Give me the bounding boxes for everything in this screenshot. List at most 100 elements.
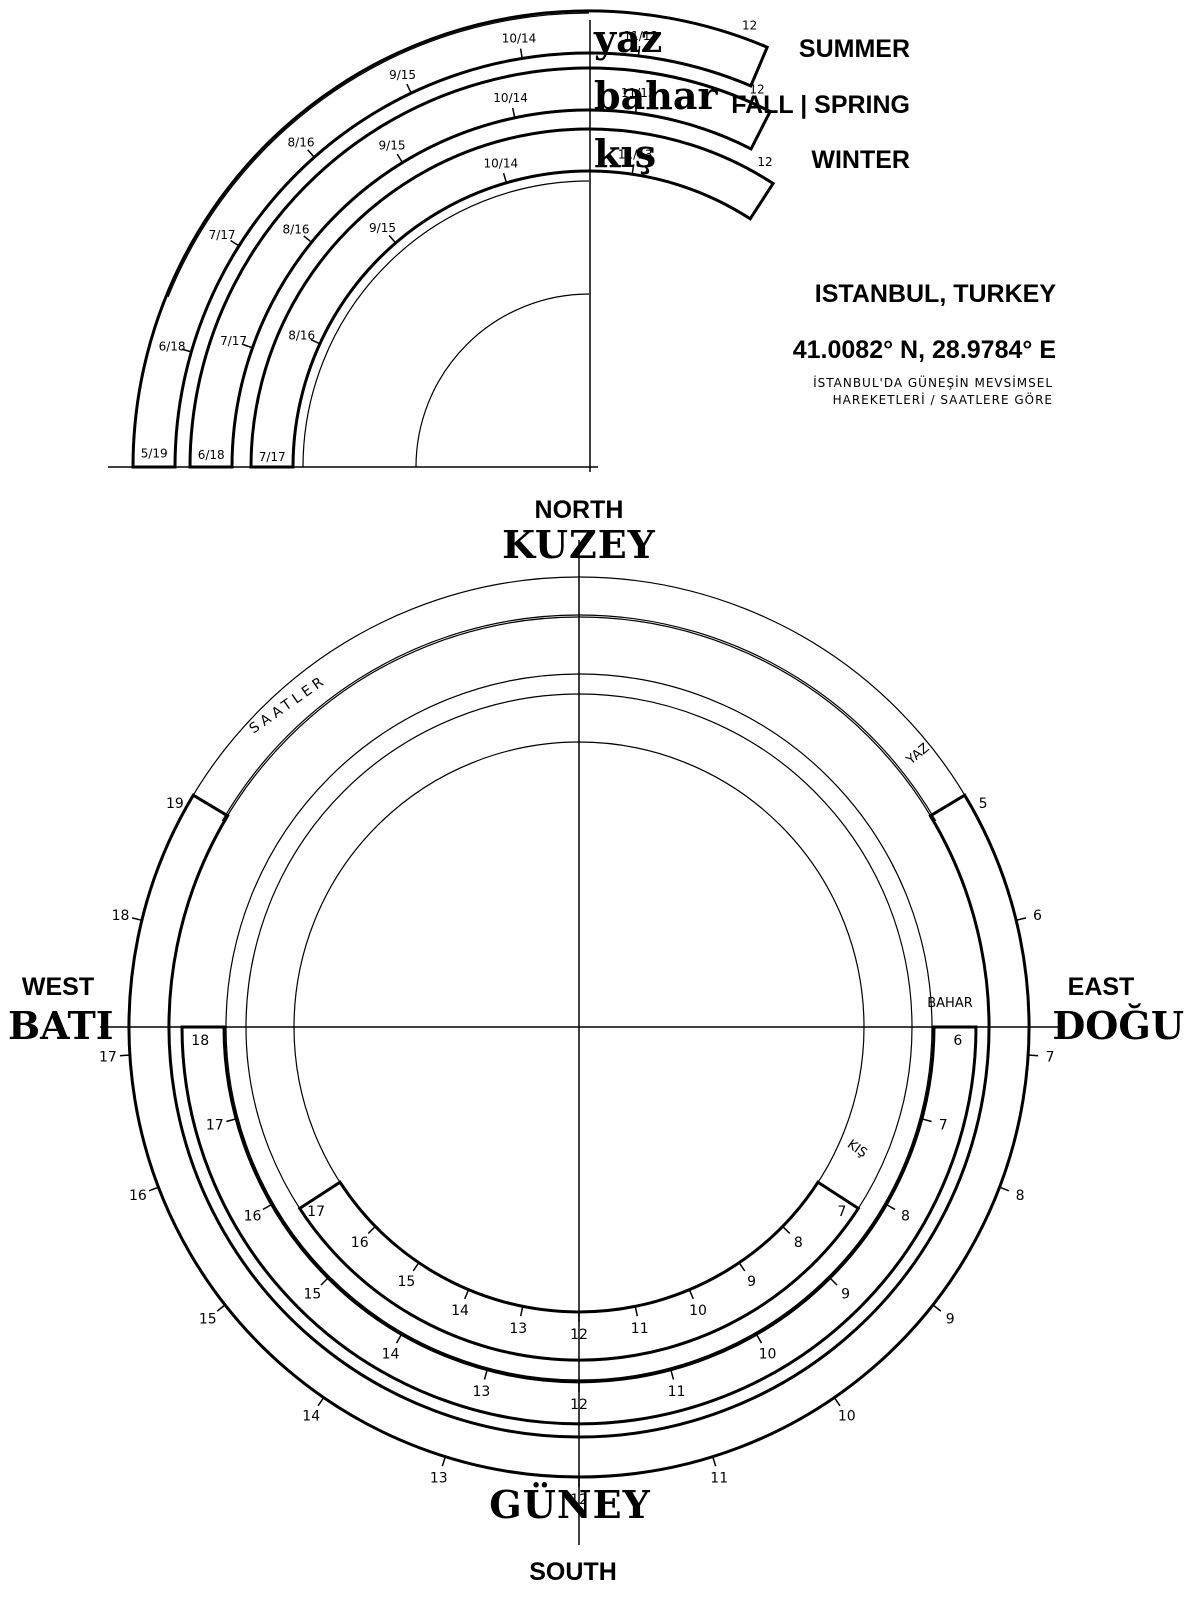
circle-summer-hour-label: 14 — [302, 1409, 320, 1425]
circle-spring-tick — [483, 1369, 488, 1380]
quarter-spring-tick — [303, 235, 313, 243]
circle-spring-hour-label: 15 — [303, 1287, 321, 1303]
location-coords: 41.0082° N, 28.9784° E — [793, 336, 1056, 364]
quarter-spring-tick — [511, 107, 516, 118]
west-en: WEST — [22, 973, 94, 1001]
circle-spring-hour-label: 12 — [570, 1397, 588, 1413]
quarter-guide-arc — [302, 180, 590, 468]
circle-ticks: 5678910111213141516171819678910111213141… — [99, 796, 1055, 1508]
circle-winter-hour-label: 15 — [397, 1274, 415, 1290]
quarter-winter-tick-label: 12 — [757, 155, 772, 169]
circle-summer-hour-label: 15 — [199, 1312, 217, 1328]
quarter-summer-tick-label: 7/17 — [209, 228, 236, 242]
circle-summer-hour-label: 7 — [1046, 1049, 1055, 1065]
quarter-summer-tick-label: 9/15 — [389, 68, 416, 82]
circle-spring-hour-label: 17 — [206, 1118, 224, 1134]
circle-winter-hour-label: 17 — [307, 1204, 325, 1220]
circle-summer-tick — [148, 1186, 159, 1192]
location-caption-line1: İSTANBUL'DA GÜNEŞİN MEVSİMSEL — [813, 374, 1053, 390]
quarter-summer-tick — [637, 45, 641, 57]
circle-summer-tick — [1016, 917, 1027, 922]
quarter-winter-tick — [502, 172, 508, 184]
quarter-summer-tick — [181, 348, 192, 353]
quarter-summer-band — [131, 9, 770, 469]
legend-fall-en: FALL | SPRING — [731, 91, 910, 119]
circle-winter-hour-label: 7 — [837, 1204, 846, 1220]
circle-summer-tick — [932, 1304, 942, 1312]
circle-spring-tick — [226, 1118, 237, 1123]
quarter-summer-tick-label: 11/13 — [624, 29, 659, 43]
circle-summer-hour-label: 9 — [946, 1312, 955, 1328]
circle-winter-tick — [367, 1225, 376, 1234]
circular-sun-path-diagram: 5678910111213141516171819678910111213141… — [99, 540, 1058, 1545]
quarter-summer-tick-label: 6/18 — [159, 339, 186, 353]
quarter-guide-arc — [415, 293, 590, 468]
location-block: ISTANBUL, TURKEY 41.0082° N, 28.9784° E … — [793, 280, 1057, 407]
circle-winter-hour-label: 16 — [351, 1235, 369, 1251]
legend-winter-tr: kış — [594, 131, 656, 176]
circle-winter-hour-label: 12 — [570, 1327, 588, 1343]
circle-summer-tick — [1028, 1054, 1039, 1057]
circle-winter-band — [297, 1180, 861, 1362]
circle-winter-hour-label: 13 — [509, 1321, 527, 1337]
quarter-winter-tick — [388, 234, 397, 244]
legend-fall-tr: bahar — [594, 73, 718, 118]
location-caption-line2: HAREKETLERİ / SAATLERE GÖRE — [833, 391, 1053, 407]
quarter-spring-tick-label: 11/13 — [621, 86, 656, 100]
quarter-summer-tick — [307, 149, 315, 158]
quarter-spring-tick-label: 10/14 — [493, 91, 528, 105]
spring-ring-label: BAHAR — [927, 996, 973, 1011]
circle-spring-tick — [886, 1203, 896, 1211]
circle-summer-hour-label: 5 — [979, 796, 988, 812]
west-tr: BATI — [8, 1003, 114, 1048]
circle-summer-tick — [711, 1456, 717, 1467]
circle-spring-hour-label: 7 — [939, 1118, 948, 1134]
quarter-spring-tick — [396, 153, 404, 163]
circle-spring-band — [180, 1025, 978, 1426]
circle-summer-hour-label: 19 — [166, 796, 184, 812]
circle-spring-tick — [320, 1277, 329, 1286]
circle-summer-hour-label: 10 — [838, 1409, 856, 1425]
circle-winter-hour-label: 8 — [794, 1235, 803, 1251]
quarter-summer-tick-label: 8/16 — [288, 135, 315, 149]
circle-summer-hour-label: 13 — [430, 1471, 448, 1487]
quarter-guide-arc — [189, 67, 590, 468]
circle-summer-hour-label: 17 — [99, 1049, 117, 1065]
quarter-winter-band — [249, 127, 776, 469]
circle-winter-tick — [782, 1225, 791, 1234]
quarter-winter-tick-label: 8/16 — [288, 329, 315, 343]
quarter-summer-tick-label: 5/19 — [141, 446, 168, 460]
circle-summer-tick — [216, 1304, 226, 1312]
quarter-spring-tick-label: 6/18 — [198, 448, 225, 462]
circle-winter-tick — [519, 1306, 524, 1317]
quarter-ticks: 5/19 6/18 7/17 8/16 9/15 10/14 11/13 12 6/18 7/17… — [141, 18, 773, 464]
circle-upper-ring — [221, 614, 937, 822]
circle-winter-tick — [464, 1289, 470, 1300]
circle-winter-hour-label: 11 — [631, 1321, 649, 1337]
circle-summer-tick — [999, 1186, 1010, 1192]
circle-summer-tick — [833, 1397, 841, 1407]
circle-spring-tick — [670, 1369, 675, 1380]
quarter-winter-tick-label: 7/17 — [259, 450, 286, 464]
circle-spring-tick — [395, 1334, 403, 1344]
quarter-spring-tick — [242, 343, 253, 349]
quarter-bands — [131, 9, 776, 469]
quarter-summer-tick-label: 12 — [742, 18, 757, 32]
season-legend: yaz SUMMER bahar FALL | SPRING kış WINTE… — [593, 16, 910, 176]
quarter-spring-tick — [634, 103, 638, 114]
quarter-sun-path-diagram: 5/19 6/18 7/17 8/16 9/15 10/14 11/13 12 6/18 7/17… — [108, 9, 776, 472]
hours-ring-label: SAATLER — [247, 672, 330, 737]
east-en: EAST — [1068, 973, 1135, 1001]
cardinal-directions: NORTH KUZEY GÜNEY SOUTH EAST DOĞU WEST B… — [8, 496, 1184, 1586]
circle-summer-tick — [317, 1397, 325, 1407]
circle-winter-tick — [634, 1306, 639, 1317]
circle-winter-tick — [412, 1262, 420, 1272]
circle-winter-hour-label: 10 — [689, 1303, 707, 1319]
quarter-spring-tick-label: 12 — [749, 83, 764, 97]
quarter-spring-tick-label: 7/17 — [220, 334, 247, 348]
circle-spring-hour-label: 11 — [668, 1384, 686, 1400]
circle-summer-hour-label: 18 — [112, 908, 130, 924]
circle-guide-ring — [225, 673, 933, 1381]
south-en: SOUTH — [529, 1558, 617, 1586]
